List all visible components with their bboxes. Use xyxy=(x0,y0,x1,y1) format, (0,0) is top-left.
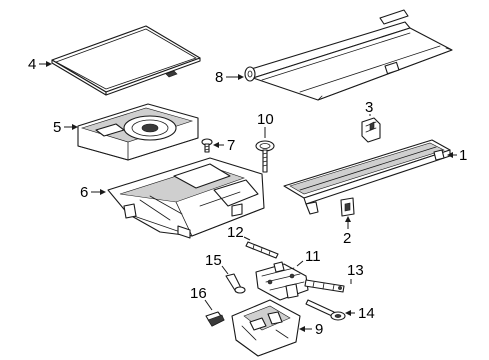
callout-11: 11 xyxy=(296,248,321,267)
part-13-jack-bar xyxy=(304,279,345,293)
callout-5: 5 xyxy=(53,119,78,136)
callout-label-7: 7 xyxy=(227,137,235,154)
callout-6: 6 xyxy=(80,184,106,201)
part-4-load-floor-panel xyxy=(51,25,201,96)
part-2-clip xyxy=(340,197,355,217)
part-5-storage-tray xyxy=(77,103,199,161)
callout-4: 4 xyxy=(28,56,52,73)
callout-16: 16 xyxy=(190,285,213,311)
callout-label-16: 16 xyxy=(190,285,207,302)
part-3-clip xyxy=(361,117,381,143)
callout-15: 15 xyxy=(205,252,229,275)
part-6-storage-bin xyxy=(107,157,265,239)
callout-label-1: 1 xyxy=(459,147,467,164)
part-16-cap xyxy=(205,311,225,327)
part-9-tool-holder xyxy=(231,299,301,357)
callout-label-14: 14 xyxy=(358,305,375,322)
callout-7: 7 xyxy=(213,137,235,154)
callout-label-3: 3 xyxy=(365,99,373,116)
callout-label-8: 8 xyxy=(215,69,223,86)
callout-label-12: 12 xyxy=(227,224,244,241)
callout-13: 13 xyxy=(347,262,364,284)
callout-label-10: 10 xyxy=(257,111,274,128)
callout-label-9: 9 xyxy=(315,321,323,338)
callout-label-5: 5 xyxy=(53,119,61,136)
part-12-jack-rod xyxy=(245,241,279,259)
callout-14: 14 xyxy=(345,305,375,322)
callout-2: 2 xyxy=(343,216,351,247)
callout-label-15: 15 xyxy=(205,252,222,269)
callout-label-6: 6 xyxy=(80,184,88,201)
part-10-bolt xyxy=(255,140,275,173)
part-15-lug-adapter xyxy=(225,273,246,294)
part-8-cargo-cover xyxy=(244,9,453,101)
callout-8: 8 xyxy=(215,69,244,86)
callout-9: 9 xyxy=(299,321,323,338)
part-1-sill-plate xyxy=(283,139,451,215)
callout-label-4: 4 xyxy=(28,56,36,73)
part-11-jack xyxy=(255,261,309,301)
callout-label-11: 11 xyxy=(305,248,321,265)
callout-3: 3 xyxy=(365,99,373,116)
callout-12: 12 xyxy=(227,224,251,241)
callout-label-13: 13 xyxy=(347,262,364,279)
callout-label-2: 2 xyxy=(343,230,351,247)
callout-1: 1 xyxy=(447,147,467,164)
part-7-screw xyxy=(201,138,213,153)
part-14-wrench xyxy=(305,299,346,321)
callout-10: 10 xyxy=(257,111,274,138)
